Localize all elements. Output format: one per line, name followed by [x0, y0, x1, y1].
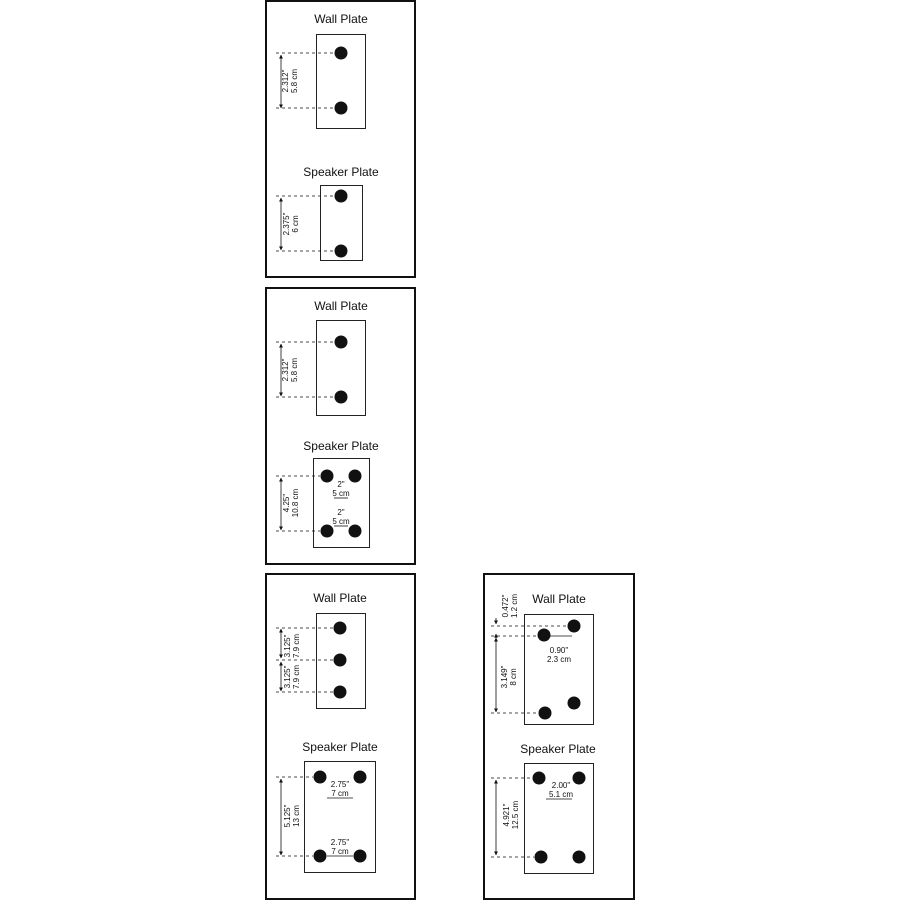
mounting-hole [567, 696, 581, 710]
mounting-hole [333, 685, 347, 699]
mounting-hole [572, 771, 586, 785]
speaker-plate-title: Speaker Plate [302, 740, 378, 754]
mounting-hole [567, 619, 581, 633]
mounting-hole [353, 770, 367, 784]
wall-plate-title: Wall Plate [532, 592, 586, 606]
dimension-label: 0.472"1.2 cm [501, 593, 519, 619]
dimension-label: 2.75"7 cm [330, 838, 350, 856]
mounting-hole [334, 189, 348, 203]
mounting-hole [537, 628, 551, 642]
mounting-hole [348, 469, 362, 483]
mounting-hole [532, 771, 546, 785]
mounting-hole [334, 101, 348, 115]
dimension-label: 4.25"10.8 cm [282, 488, 300, 518]
dimension-label: 4.921"12.5 cm [502, 800, 520, 830]
dimension-label: 2"5 cm [332, 508, 350, 526]
mounting-hole [334, 335, 348, 349]
dimension-label: 2.312"5.8 cm [281, 357, 299, 383]
mounting-hole [538, 706, 552, 720]
mounting-hole [313, 849, 327, 863]
speaker-plate-title: Speaker Plate [303, 439, 379, 453]
mounting-hole [334, 46, 348, 60]
mounting-hole [334, 244, 348, 258]
mounting-hole [534, 850, 548, 864]
dimension-label: 2.312"5.8 cm [281, 68, 299, 94]
mounting-hole [313, 770, 327, 784]
dimension-label: 2.375"6 cm [282, 212, 300, 236]
speaker-plate-title: Speaker Plate [520, 742, 596, 756]
speaker-plate-title: Speaker Plate [303, 165, 379, 179]
mounting-hole [572, 850, 586, 864]
dimension-label: 3.125"7.9 cm [283, 664, 301, 690]
mounting-hole [333, 621, 347, 635]
wall-plate-title: Wall Plate [314, 299, 368, 313]
wall-plate-title: Wall Plate [313, 591, 367, 605]
dimension-label: 2.00"5.1 cm [548, 781, 574, 799]
mounting-hole [320, 469, 334, 483]
mounting-hole [333, 653, 347, 667]
dimension-label: 3.149"8 cm [500, 665, 518, 689]
dimension-label: 2.75"7 cm [330, 780, 350, 798]
dimension-label: 5.125"13 cm [283, 804, 301, 828]
mounting-hole [353, 849, 367, 863]
dimension-label: 2"5 cm [332, 480, 350, 498]
mounting-hole [334, 390, 348, 404]
wall-plate-title: Wall Plate [314, 12, 368, 26]
mounting-hole [320, 524, 334, 538]
wall-plate [524, 614, 594, 725]
dimension-label: 3.125"7.9 cm [283, 633, 301, 659]
dimension-label: 0.90"2.3 cm [546, 646, 572, 664]
mounting-hole [348, 524, 362, 538]
